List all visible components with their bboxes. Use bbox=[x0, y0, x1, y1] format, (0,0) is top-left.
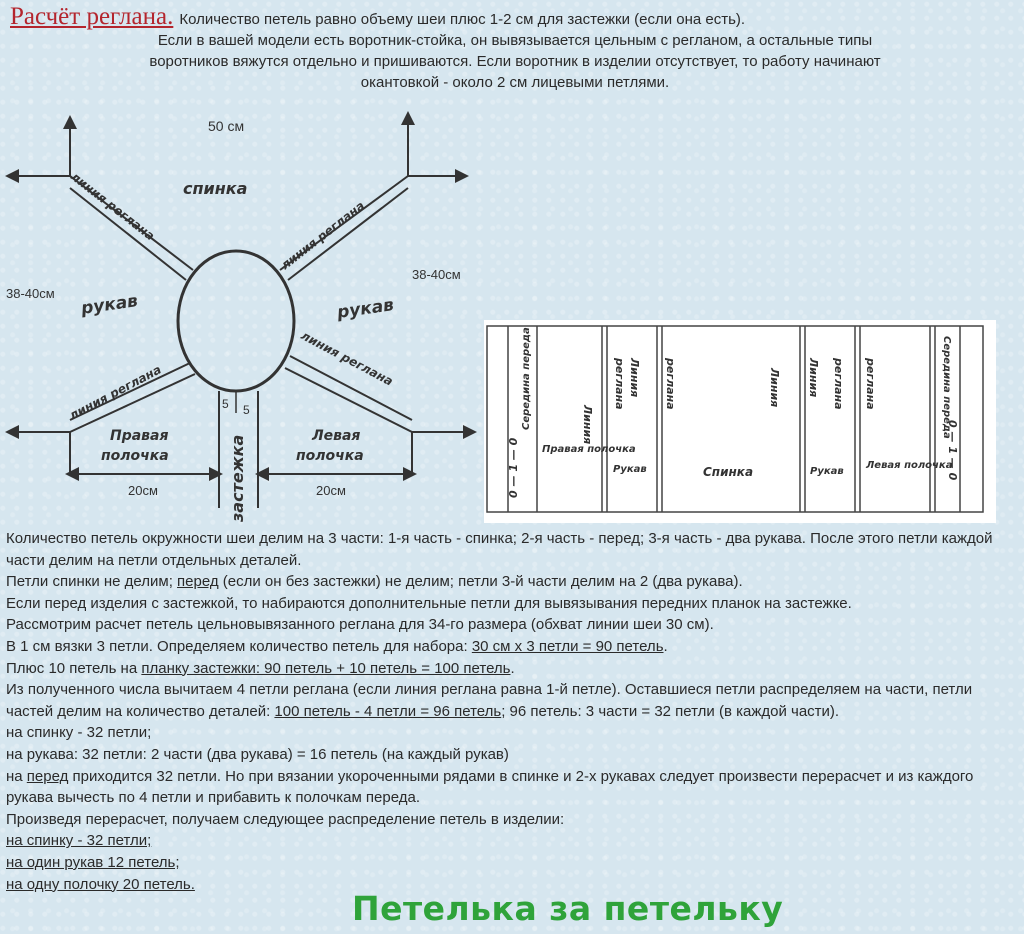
strip-raglan-line-1: Линия bbox=[581, 404, 594, 444]
raglan-strip-table: Середина переда 0 — 1 — 0 Линия Правая п… bbox=[484, 320, 996, 523]
sleeve-width-right-label: 38-40см bbox=[412, 267, 461, 282]
paragraph-5: В 1 см вязки 3 петли. Определяем количес… bbox=[6, 636, 1021, 658]
right-front-label-2: полочка bbox=[101, 448, 169, 464]
back-label: спинка bbox=[183, 179, 247, 198]
p6-text-c: . bbox=[510, 659, 515, 677]
paragraph-7: Из полученного числа вычитаем 4 петли ре… bbox=[6, 679, 1021, 722]
header-line-3: воротников вяжутся отдельно и пришиваютс… bbox=[149, 53, 881, 70]
p6-text-a: Плюс 10 петель на bbox=[6, 659, 142, 677]
front-width-left-label: 20см bbox=[128, 483, 158, 498]
raglan-line-label-tl: линия реглана bbox=[68, 169, 157, 243]
strip-back: Спинка bbox=[703, 465, 753, 479]
strip-center-front-right-marks: 0 — 1 — 0 bbox=[946, 420, 959, 481]
strip-left-front: Левая полочка bbox=[865, 460, 953, 471]
paragraph-6: Плюс 10 петель на планку застежки: 90 пе… bbox=[6, 658, 1021, 680]
front-width-right-label: 20см bbox=[316, 483, 346, 498]
header-line-4: окантовкой - около 2 см лицевыми петлями… bbox=[360, 74, 670, 91]
page-title: Расчёт реглана. bbox=[10, 3, 174, 30]
p6-text-b: планку застежки: 90 петель + 10 петель =… bbox=[141, 659, 511, 677]
sleeve-width-left-label: 38-40см bbox=[6, 286, 55, 301]
paragraph-12: на спинку - 32 петли; bbox=[6, 832, 152, 850]
strip-center-front-left-marks: 0 — 1 — 0 bbox=[507, 437, 520, 498]
paragraph-1: Количество петель окружности шеи делим н… bbox=[6, 530, 993, 569]
strip-raglan-5: реглана bbox=[864, 357, 877, 410]
paragraph-14: на одну полочку 20 петель. bbox=[6, 875, 195, 893]
raglan-line-label-bl: линия реглана bbox=[67, 362, 164, 422]
raglan-strip-svg: Середина переда 0 — 1 — 0 Линия Правая п… bbox=[486, 325, 984, 513]
strip-raglan-3: реглана bbox=[664, 357, 677, 410]
paragraph-8: на спинку - 32 петли; bbox=[6, 724, 152, 742]
paragraph-4: Рассмотрим расчет петель цельновывязанно… bbox=[6, 616, 714, 634]
strip-raglan-2: реглана bbox=[613, 357, 626, 410]
header-line-1: Количество петель равно объему шеи плюс … bbox=[179, 11, 746, 28]
sleeve-left-label: рукав bbox=[79, 291, 139, 319]
placket-num-left: 5 bbox=[222, 397, 229, 411]
p10-text-a: на bbox=[6, 767, 27, 785]
strip-raglan-line-4: Линия bbox=[807, 357, 820, 397]
raglan-line-label-br: линия реглана bbox=[299, 328, 396, 388]
left-front-label-2: полочка bbox=[296, 448, 364, 464]
site-watermark: Петелька за петельку bbox=[352, 889, 784, 928]
p10-text-c: приходится 32 петли. Но при вязании укор… bbox=[6, 767, 974, 807]
neck-oval bbox=[176, 249, 296, 393]
strip-sleeve-2: Рукав bbox=[810, 466, 844, 477]
strip-raglan-line-2: Линия bbox=[628, 357, 641, 397]
p10-text-b: перед bbox=[26, 767, 69, 785]
paragraph-13: на один рукав 12 петель; bbox=[6, 853, 180, 871]
p7-text-c: ; 96 петель: 3 части = 32 петли (в каждо… bbox=[501, 702, 840, 720]
raglan-line-label-tr: линия реглана bbox=[278, 198, 367, 272]
p5-text-a: В 1 см вязки 3 петли. Определяем количес… bbox=[6, 637, 472, 655]
strip-raglan-4: реглана bbox=[832, 357, 845, 410]
raglan-diagram: 50 см спинка 38-40см 38-40см рукав рукав… bbox=[5, 111, 477, 523]
header-line-2: Если в вашей модели есть воротник-стойка… bbox=[157, 32, 873, 49]
paragraph-3: Если перед изделия с застежкой, то набир… bbox=[6, 594, 852, 612]
p5-text-c: . bbox=[663, 637, 668, 655]
paragraph-10: на перед приходится 32 петли. Но при вяз… bbox=[6, 766, 1021, 809]
placket-num-right: 5 bbox=[243, 403, 250, 417]
strip-center-front-right: Середина переда bbox=[941, 336, 952, 439]
back-width-label: 50 см bbox=[208, 118, 244, 134]
sleeve-right-label: рукав bbox=[335, 295, 395, 323]
p7-text-b: 100 петель - 4 петли = 96 петель bbox=[274, 702, 502, 720]
strip-center-front-left: Середина переда bbox=[521, 327, 532, 430]
strip-sleeve-1: Рукав bbox=[613, 464, 647, 475]
p2-text-b: перед bbox=[177, 573, 219, 591]
p5-text-b: 30 см х 3 петли = 90 петель bbox=[471, 637, 664, 655]
paragraph-11: Произведя перерасчет, получаем следующее… bbox=[6, 810, 565, 828]
body-text: Количество петель окружности шеи делим н… bbox=[6, 528, 1021, 895]
paragraph-9: на рукава: 32 петли: 2 части (два рукава… bbox=[6, 745, 509, 763]
paragraph-2: Петли спинки не делим; перед (если он бе… bbox=[6, 571, 1021, 593]
strip-right-front: Правая полочка bbox=[542, 444, 636, 455]
header: Расчёт реглана. Количество петель равно о… bbox=[10, 3, 1020, 93]
placket-label: застежка bbox=[228, 435, 247, 523]
p2-text-a: Петли спинки не делим; bbox=[6, 573, 178, 591]
strip-raglan-line-3: Линия bbox=[768, 367, 781, 407]
left-front-label-1: Левая bbox=[311, 428, 360, 444]
right-front-label-1: Правая bbox=[110, 428, 168, 444]
p2-text-c: (если он без застежки) не делим; петли 3… bbox=[218, 573, 743, 591]
p7-text-a: Из полученного числа вычитаем 4 петли ре… bbox=[6, 681, 973, 720]
